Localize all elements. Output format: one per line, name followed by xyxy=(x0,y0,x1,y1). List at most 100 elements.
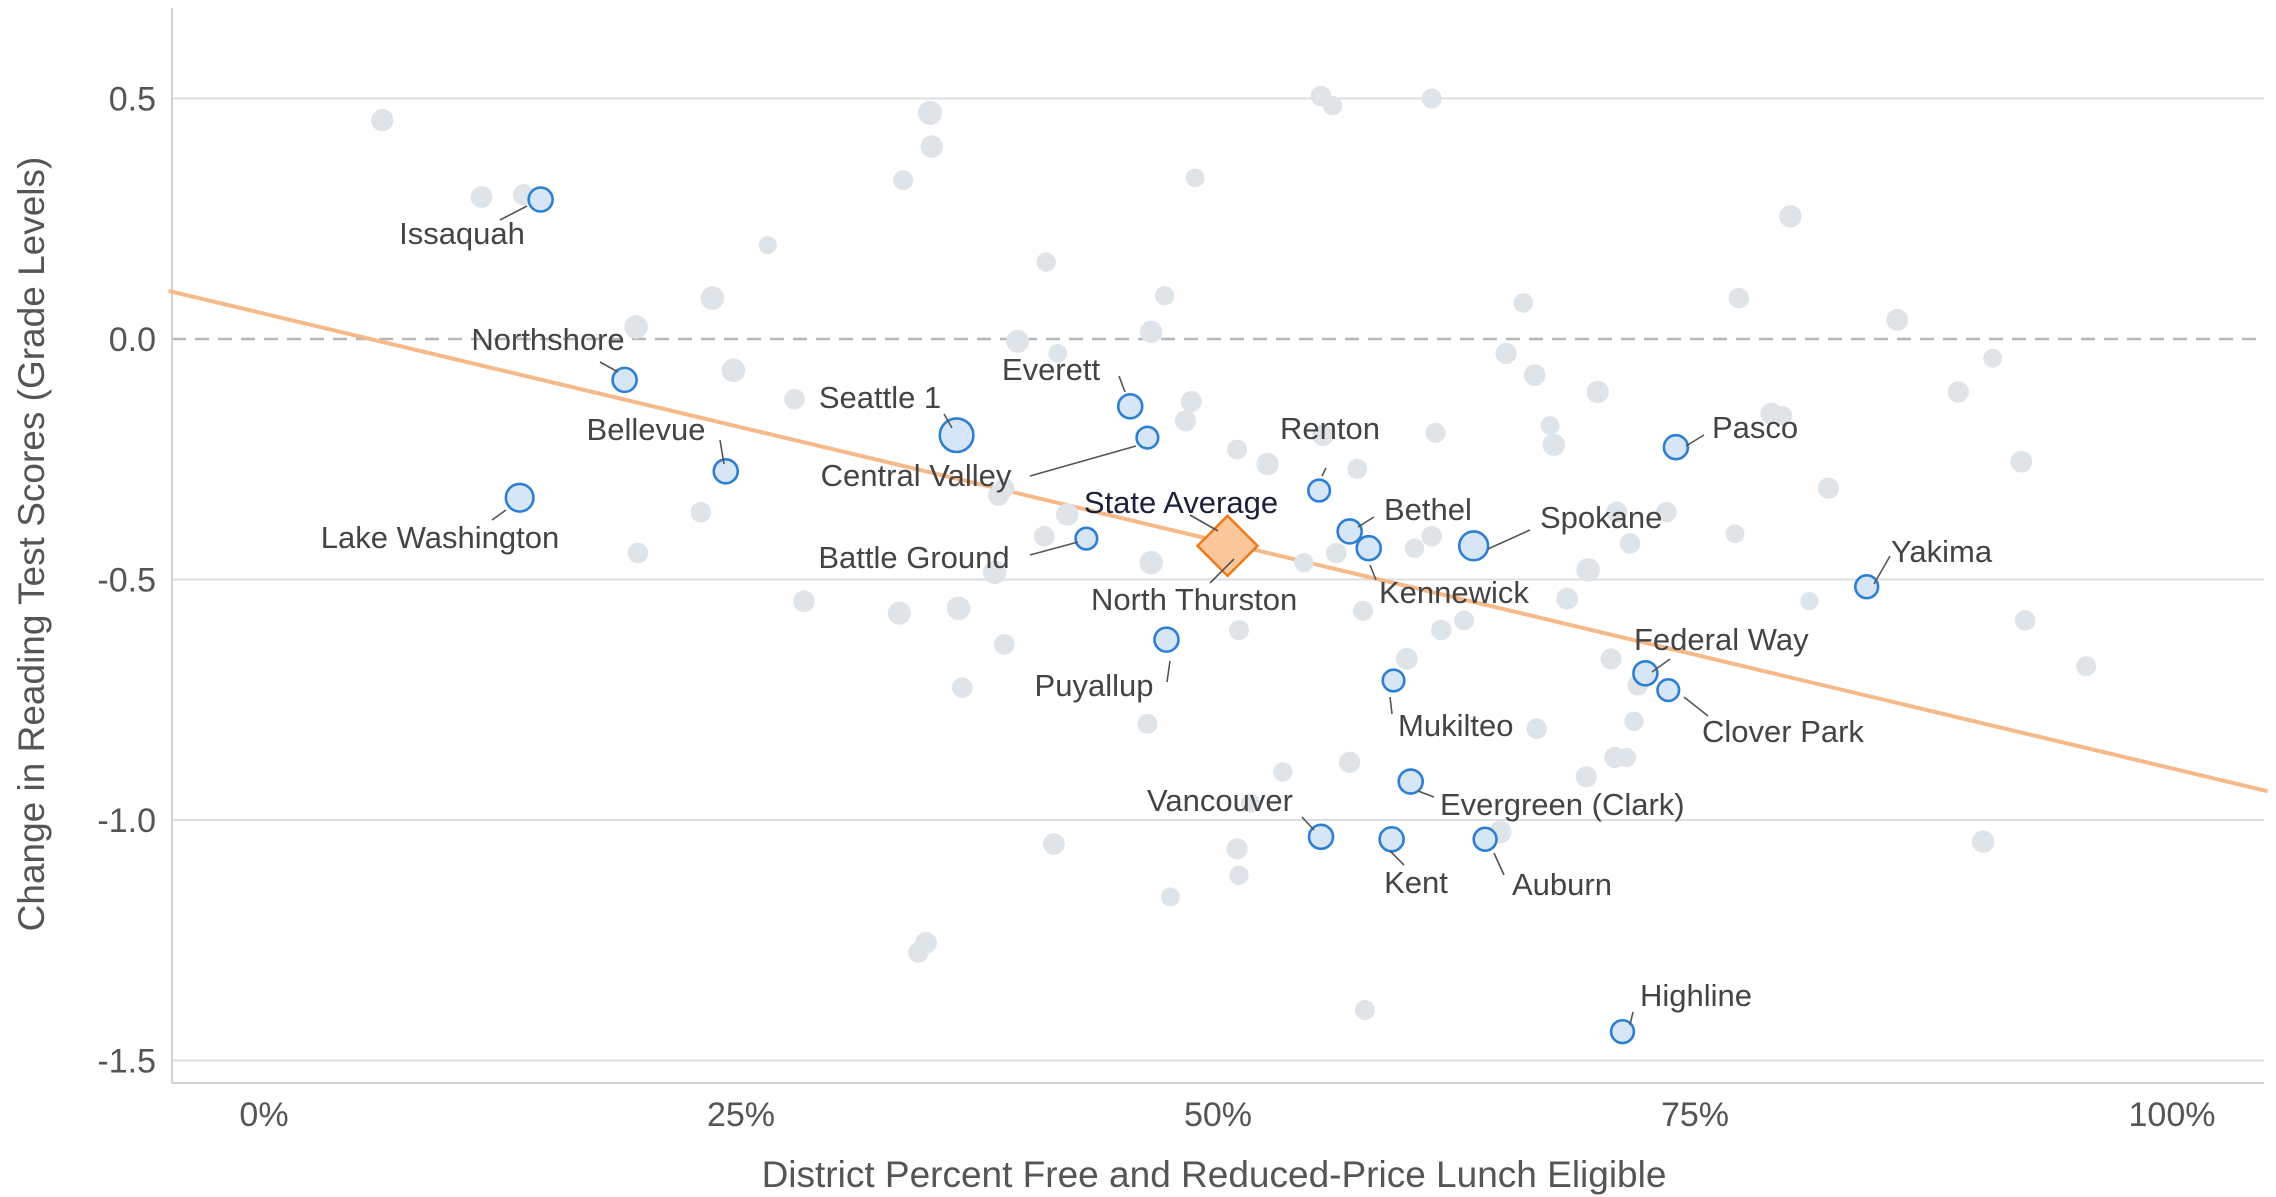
district-point xyxy=(1421,88,1442,109)
district-point xyxy=(1656,501,1677,523)
district-label: Clover Park xyxy=(1702,714,1864,749)
label-leader-line xyxy=(1685,434,1705,447)
district-point xyxy=(1983,348,2003,368)
y-axis-title: Change in Reading Test Scores (Grade Lev… xyxy=(11,157,52,932)
label-leader-line xyxy=(1389,696,1393,715)
district-point xyxy=(1226,838,1248,860)
district-point xyxy=(624,315,648,339)
axes-layer: District Percent Free and Reduced-Price … xyxy=(11,81,2215,1196)
district-point xyxy=(1227,439,1248,460)
district-point xyxy=(1586,380,1609,404)
x-tick-label: 75% xyxy=(1661,1096,1729,1134)
district-point xyxy=(1540,416,1560,435)
district-point xyxy=(690,501,712,523)
district-label: Vancouver xyxy=(1147,783,1293,818)
highlighted-district-point xyxy=(1662,433,1690,461)
highlighted-district-point xyxy=(1153,626,1180,653)
district-point xyxy=(1886,308,1909,331)
x-tick-label: 25% xyxy=(707,1096,775,1134)
highlighted-district-point xyxy=(1355,534,1383,562)
district-point xyxy=(1229,865,1249,886)
highlighted-district-point xyxy=(1472,826,1498,852)
district-label: Bethel xyxy=(1384,492,1472,527)
label-leader-line xyxy=(719,439,725,465)
district-point xyxy=(1139,550,1164,575)
x-tick-label: 0% xyxy=(239,1096,288,1134)
highlighted-district-point xyxy=(1336,518,1363,545)
x-axis-title: District Percent Free and Reduced-Price … xyxy=(762,1154,1667,1195)
highlighted-district-point xyxy=(1854,574,1880,600)
label-leader-line xyxy=(1357,516,1375,528)
state-average-marker xyxy=(1195,514,1260,578)
highlighted-district-point xyxy=(1656,678,1681,703)
district-point xyxy=(470,186,493,209)
district-point xyxy=(917,100,942,126)
district-label: Northshore xyxy=(471,322,624,357)
label-leader-line xyxy=(1651,658,1671,673)
district-point xyxy=(1273,762,1293,782)
district-label: Bellevue xyxy=(587,412,706,447)
district-point xyxy=(1185,168,1205,188)
district-point xyxy=(952,677,973,699)
label-leader-line xyxy=(1209,558,1235,584)
label-leader-line xyxy=(1166,660,1171,683)
district-point xyxy=(1421,525,1442,547)
district-point xyxy=(1312,424,1334,447)
district-point xyxy=(2014,610,2036,631)
district-point xyxy=(1043,833,1065,855)
district-point xyxy=(887,601,911,625)
district-point xyxy=(1036,252,1056,272)
label-leader-line xyxy=(491,509,507,521)
district-point xyxy=(1619,533,1641,554)
label-leader-line xyxy=(1321,467,1327,477)
district-point xyxy=(1971,830,1995,853)
district-label: Battle Ground xyxy=(818,540,1009,575)
district-point xyxy=(994,634,1015,655)
district-point xyxy=(1325,542,1347,564)
y-tick-label: -0.5 xyxy=(97,562,156,600)
district-point xyxy=(920,135,943,158)
highlighted-district-point xyxy=(712,457,740,485)
highlighted-district-point xyxy=(1457,530,1490,562)
grid-layer xyxy=(171,8,2264,1084)
label-leader-line xyxy=(1487,529,1531,550)
district-point xyxy=(1600,648,1622,670)
district-point xyxy=(371,108,394,132)
district-label: Renton xyxy=(1280,411,1380,446)
highlighted-district-point xyxy=(938,417,975,454)
district-point xyxy=(1779,205,1802,228)
district-point xyxy=(1240,793,1261,813)
highlighted-district-point xyxy=(1135,425,1160,450)
district-point xyxy=(1322,96,1343,116)
x-tick-label: 50% xyxy=(1184,1096,1252,1134)
highlighted-district-point xyxy=(1074,526,1099,551)
highlighted-district-point xyxy=(504,482,535,513)
district-label: Seattle 1 xyxy=(819,380,941,415)
district-point xyxy=(1395,647,1418,670)
district-point xyxy=(1817,477,1840,499)
district-label: Everett xyxy=(1002,352,1101,387)
y-tick-label: -1.5 xyxy=(97,1043,156,1081)
district-point xyxy=(1947,381,1969,403)
district-label: Central Valley xyxy=(821,458,1012,493)
district-label: Mukilteo xyxy=(1398,708,1513,743)
district-point xyxy=(994,478,1015,499)
district-point xyxy=(1513,293,1533,313)
label-leader-line xyxy=(1873,555,1891,585)
label-leader-line xyxy=(1389,850,1405,866)
district-point xyxy=(1526,718,1547,739)
highlighted-district-point xyxy=(1609,1018,1636,1045)
district-point xyxy=(1728,287,1750,309)
highlighted-points-layer xyxy=(504,186,1880,1045)
highlighted-district-point xyxy=(1632,659,1659,687)
district-label: Puyallup xyxy=(1035,668,1154,703)
highlighted-district-point xyxy=(527,186,554,213)
district-point xyxy=(1174,410,1197,432)
y-tick-label: -1.0 xyxy=(97,802,156,840)
x-tick-label: 100% xyxy=(2129,1096,2216,1134)
district-point xyxy=(1556,587,1579,610)
district-label: North Thurston xyxy=(1091,582,1297,617)
